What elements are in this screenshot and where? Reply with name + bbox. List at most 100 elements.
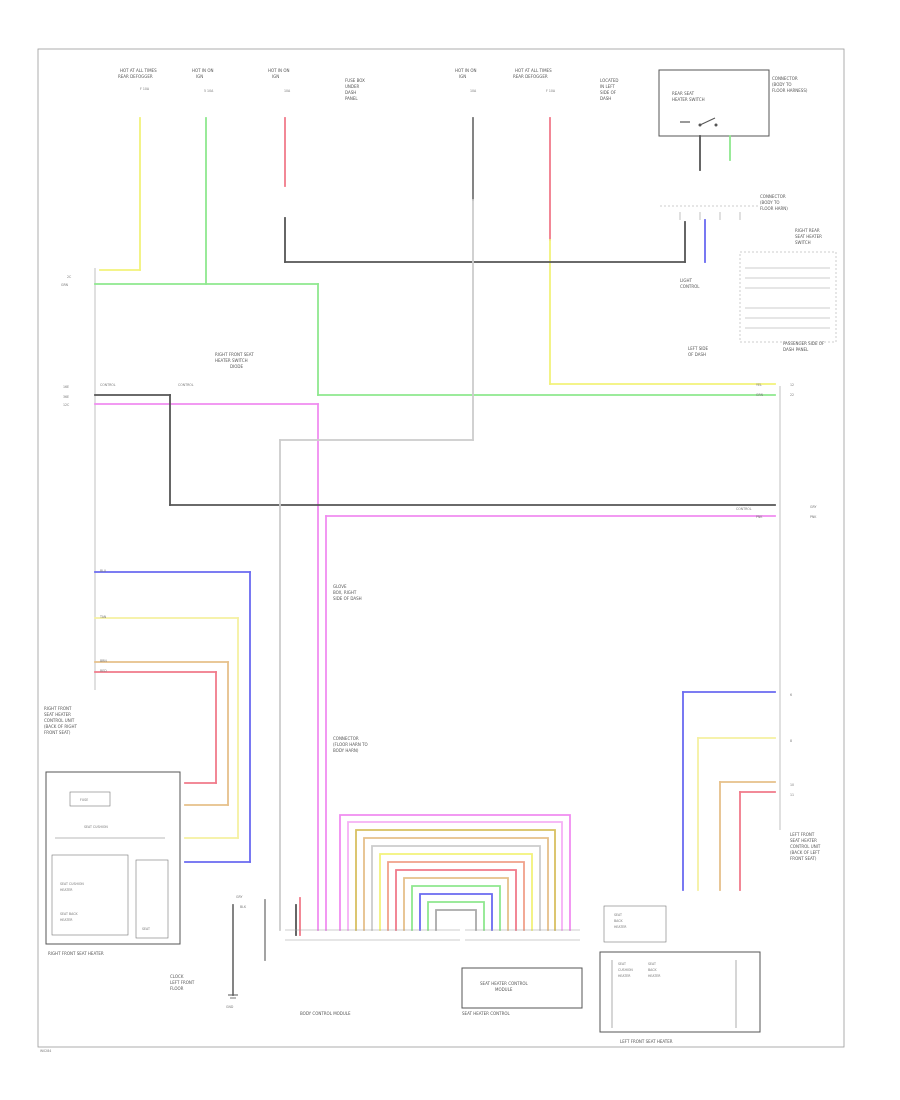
svg-text:CLOCK: CLOCK [170,974,184,979]
svg-text:HEATER: HEATER [60,888,73,892]
svg-text:PASSENGER SIDE OF: PASSENGER SIDE OF [783,341,825,346]
svg-text:YEL: YEL [756,383,762,387]
svg-text:OF DASH: OF DASH [688,352,706,357]
fuse-label-4: HOT IN ON IGN 10A [455,68,477,93]
svg-text:(BACK OF LEFT: (BACK OF LEFT [790,850,820,855]
svg-text:PNK: PNK [810,515,817,519]
svg-text:(BACK OF RIGHT: (BACK OF RIGHT [44,724,77,729]
svg-text:IGN: IGN [196,74,203,79]
svg-text:HEATER SWITCH: HEATER SWITCH [215,358,248,363]
svg-text:CONNECTOR: CONNECTOR [760,194,786,199]
fuse-label-1: HOT AT ALL TIMES REAR DEFOGGER F 10A [118,68,157,91]
svg-text:LEFT SIDE: LEFT SIDE [688,346,709,351]
svg-text:SEAT: SEAT [614,913,622,917]
svg-text:FRONT SEAT): FRONT SEAT) [790,856,817,861]
svg-text:SWITCH: SWITCH [795,240,811,245]
fuse-label-5: HOT AT ALL TIMES REAR DEFOGGER F 10A [513,68,556,93]
svg-text:GND: GND [226,1005,234,1009]
svg-text:GRN: GRN [756,393,764,397]
svg-text:FUSE BOX: FUSE BOX [345,78,365,83]
svg-text:CONTROL: CONTROL [680,284,700,289]
right-front-seat-heater-box [45,771,181,945]
svg-text:FLOOR HARNESS): FLOOR HARNESS) [772,88,808,93]
svg-text:8: 8 [790,739,792,743]
svg-text:HOT AT ALL TIMES: HOT AT ALL TIMES [515,68,552,73]
svg-text:36E: 36E [63,395,69,399]
rf-heater-inner-2 [51,854,129,936]
svg-text:SEAT: SEAT [648,962,656,966]
svg-text:BLU: BLU [100,569,107,573]
fuse-label-3: HOT IN ON IGN 10A [268,68,291,93]
svg-text:10A: 10A [470,89,477,93]
seat-heater-control-box [461,967,583,1009]
svg-text:FLOOR HARN): FLOOR HARN) [760,206,788,211]
svg-text:FUSE: FUSE [80,798,88,802]
svg-text:HOT AT ALL TIMES: HOT AT ALL TIMES [120,68,157,73]
diagram-frame [37,48,845,1048]
cable-bundle [339,814,571,931]
svg-text:F 10A: F 10A [546,89,556,93]
fuse-label-top-middle: FUSE BOX UNDER DASH PANEL [345,78,365,101]
svg-text:IGN: IGN [459,74,466,79]
svg-text:PNK: PNK [756,515,763,519]
svg-text:DASH PANEL: DASH PANEL [783,347,809,352]
svg-text:CUSHION: CUSHION [618,968,633,972]
svg-text:CONNECTOR: CONNECTOR [333,736,359,741]
svg-text:DASH: DASH [600,96,611,101]
svg-text:LEFT FRONT: LEFT FRONT [790,832,815,837]
left-front-seat-heater-box [599,951,761,1033]
svg-text:GLOVE: GLOVE [333,584,347,589]
svg-text:LEFT FRONT SEAT HEATER: LEFT FRONT SEAT HEATER [620,1039,673,1044]
svg-text:(FLOOR HARN TO: (FLOOR HARN TO [333,742,368,747]
svg-text:DASH: DASH [345,90,356,95]
svg-text:BLK: BLK [240,905,247,909]
svg-text:HEATER: HEATER [648,974,661,978]
svg-text:BODY HARN): BODY HARN) [333,748,359,753]
left-module-label: RIGHT FRONT SEAT HEATER CONTROL UNIT (BA… [44,706,77,735]
right-module-label: LEFT FRONT SEAT HEATER CONTROL UNIT (BAC… [790,832,821,861]
ground-symbol: GND [226,994,238,1009]
svg-text:GRY: GRY [236,895,242,899]
right-switch-lines [745,267,830,329]
svg-text:IN LEFT: IN LEFT [600,84,615,89]
svg-text:GRY: GRY [810,505,816,509]
right-rear-switch-box [739,251,837,343]
svg-text:12C: 12C [63,403,70,407]
svg-text:BRN: BRN [100,659,107,663]
svg-text:RED: RED [100,669,107,673]
svg-text:REAR SEAT: REAR SEAT [672,91,695,96]
svg-text:SEAT CUSHION: SEAT CUSHION [60,882,84,886]
svg-text:FRONT SEAT): FRONT SEAT) [44,730,71,735]
svg-text:REAR DEFOGGER: REAR DEFOGGER [513,74,548,79]
svg-text:LEFT FRONT: LEFT FRONT [170,980,195,985]
svg-text:F 10A: F 10A [140,87,150,91]
svg-text:CONTROL UNIT: CONTROL UNIT [790,844,821,849]
svg-text:SEAT HEATER CONTROL: SEAT HEATER CONTROL [480,981,528,986]
svg-text:HEATER: HEATER [614,925,627,929]
lf-heater-inner-1 [603,905,667,943]
connector-pins-top-right [679,212,741,220]
svg-text:SEAT: SEAT [618,962,626,966]
svg-text:CONTROL: CONTROL [100,383,116,387]
svg-text:10A: 10A [284,89,291,93]
diagram-code: W0284 [40,1049,51,1053]
svg-text:SEAT HEATER: SEAT HEATER [44,712,71,717]
bottom-connector-left [285,929,460,941]
fuse-label-2: HOT IN ON IGN 5 10A [192,68,214,93]
svg-text:RIGHT FRONT SEAT HEATER: RIGHT FRONT SEAT HEATER [48,951,104,956]
svg-text:CONNECTOR: CONNECTOR [772,76,798,81]
svg-text:GRN: GRN [61,283,69,287]
svg-text:BACK: BACK [648,968,658,972]
svg-text:DIODE: DIODE [230,364,243,369]
svg-text:SEAT CUSHION: SEAT CUSHION [84,825,108,829]
svg-text:SEAT HEATER: SEAT HEATER [795,234,822,239]
svg-text:CONTROL: CONTROL [178,383,194,387]
svg-text:LIGHT: LIGHT [680,278,693,283]
svg-text:10: 10 [790,783,794,787]
svg-text:SEAT HEATER: SEAT HEATER [790,838,817,843]
rf-heater-inner-3 [135,859,169,939]
svg-text:REAR DEFOGGER: REAR DEFOGGER [118,74,153,79]
svg-text:CONTROL: CONTROL [736,507,752,511]
svg-text:(BODY TO: (BODY TO [760,200,780,205]
svg-text:PANEL: PANEL [345,96,358,101]
